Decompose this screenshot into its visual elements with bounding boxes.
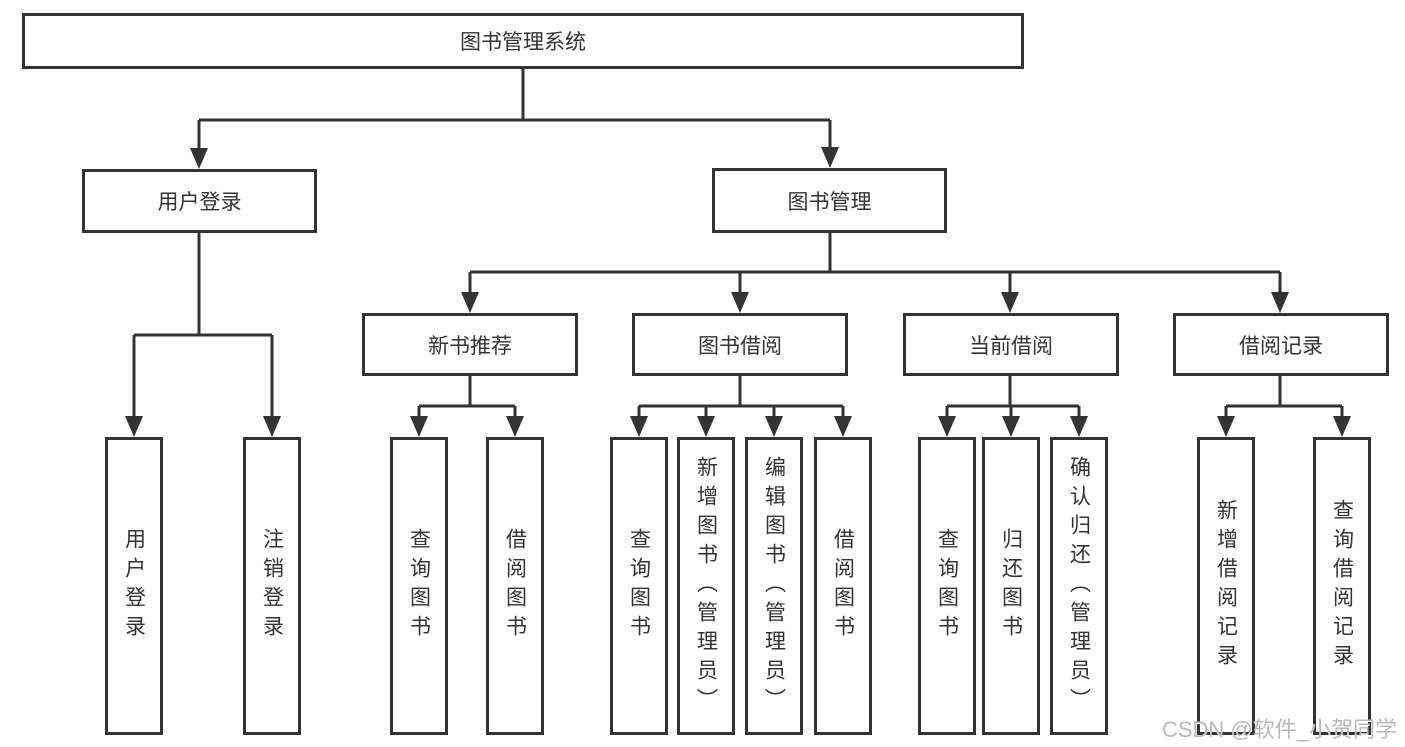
node-current-borrowing: 当前借阅 — [903, 313, 1119, 376]
node-book-borrowing-label: 图书借阅 — [698, 334, 782, 358]
leaf-edit-book-admin-label: 编辑图书（管理员） — [762, 455, 786, 717]
leaf-logout: 注销登录 — [243, 437, 301, 735]
node-book-management-label: 图书管理 — [787, 190, 872, 214]
node-user-login-label: 用户登录 — [157, 191, 242, 214]
leaf-user-login-label: 用户登录 — [122, 528, 146, 644]
leaf-query-borrow-record: 查询借阅记录 — [1313, 437, 1371, 735]
leaf-confirm-return-admin-label: 确认归还（管理员） — [1067, 455, 1091, 717]
leaf-borrow-books-recommend: 借阅图书 — [486, 437, 544, 735]
node-borrowing-records: 借阅记录 — [1173, 313, 1389, 376]
node-new-book-recommend-label: 新书推荐 — [428, 334, 512, 358]
leaf-query-books-current: 查询图书 — [918, 437, 976, 735]
leaf-borrow-books-label: 借阅图书 — [831, 528, 855, 644]
leaf-edit-book-admin: 编辑图书（管理员） — [745, 437, 803, 735]
node-current-borrowing-label: 当前借阅 — [969, 334, 1053, 358]
leaf-confirm-return-admin: 确认归还（管理员） — [1050, 437, 1108, 735]
leaf-query-books-recommend: 查询图书 — [390, 437, 448, 735]
node-borrowing-records-label: 借阅记录 — [1239, 334, 1323, 358]
leaf-borrow-books: 借阅图书 — [814, 437, 872, 735]
leaf-add-borrow-record: 新增借阅记录 — [1197, 437, 1255, 735]
leaf-query-books-current-label: 查询图书 — [935, 528, 959, 644]
leaf-user-login: 用户登录 — [105, 437, 163, 735]
node-root: 图书管理系统 — [22, 13, 1024, 69]
leaf-add-book-admin-label: 新增图书（管理员） — [694, 455, 718, 717]
node-user-login: 用户登录 — [82, 169, 317, 233]
leaf-query-books-recommend-label: 查询图书 — [407, 528, 431, 644]
leaf-logout-label: 注销登录 — [260, 528, 284, 644]
node-book-borrowing: 图书借阅 — [632, 313, 848, 376]
leaf-borrow-books-recommend-label: 借阅图书 — [503, 528, 527, 644]
node-book-management: 图书管理 — [712, 168, 947, 233]
leaf-return-books-label: 归还图书 — [999, 528, 1023, 644]
leaf-query-books-borrow-label: 查询图书 — [627, 528, 651, 644]
node-root-label: 图书管理系统 — [460, 31, 586, 54]
leaf-return-books: 归还图书 — [982, 437, 1040, 735]
leaf-add-book-admin: 新增图书（管理员） — [677, 437, 735, 735]
node-new-book-recommend: 新书推荐 — [362, 313, 578, 376]
leaf-query-books-borrow: 查询图书 — [610, 437, 668, 735]
leaf-add-borrow-record-label: 新增借阅记录 — [1214, 499, 1238, 673]
leaf-query-borrow-record-label: 查询借阅记录 — [1330, 499, 1354, 673]
